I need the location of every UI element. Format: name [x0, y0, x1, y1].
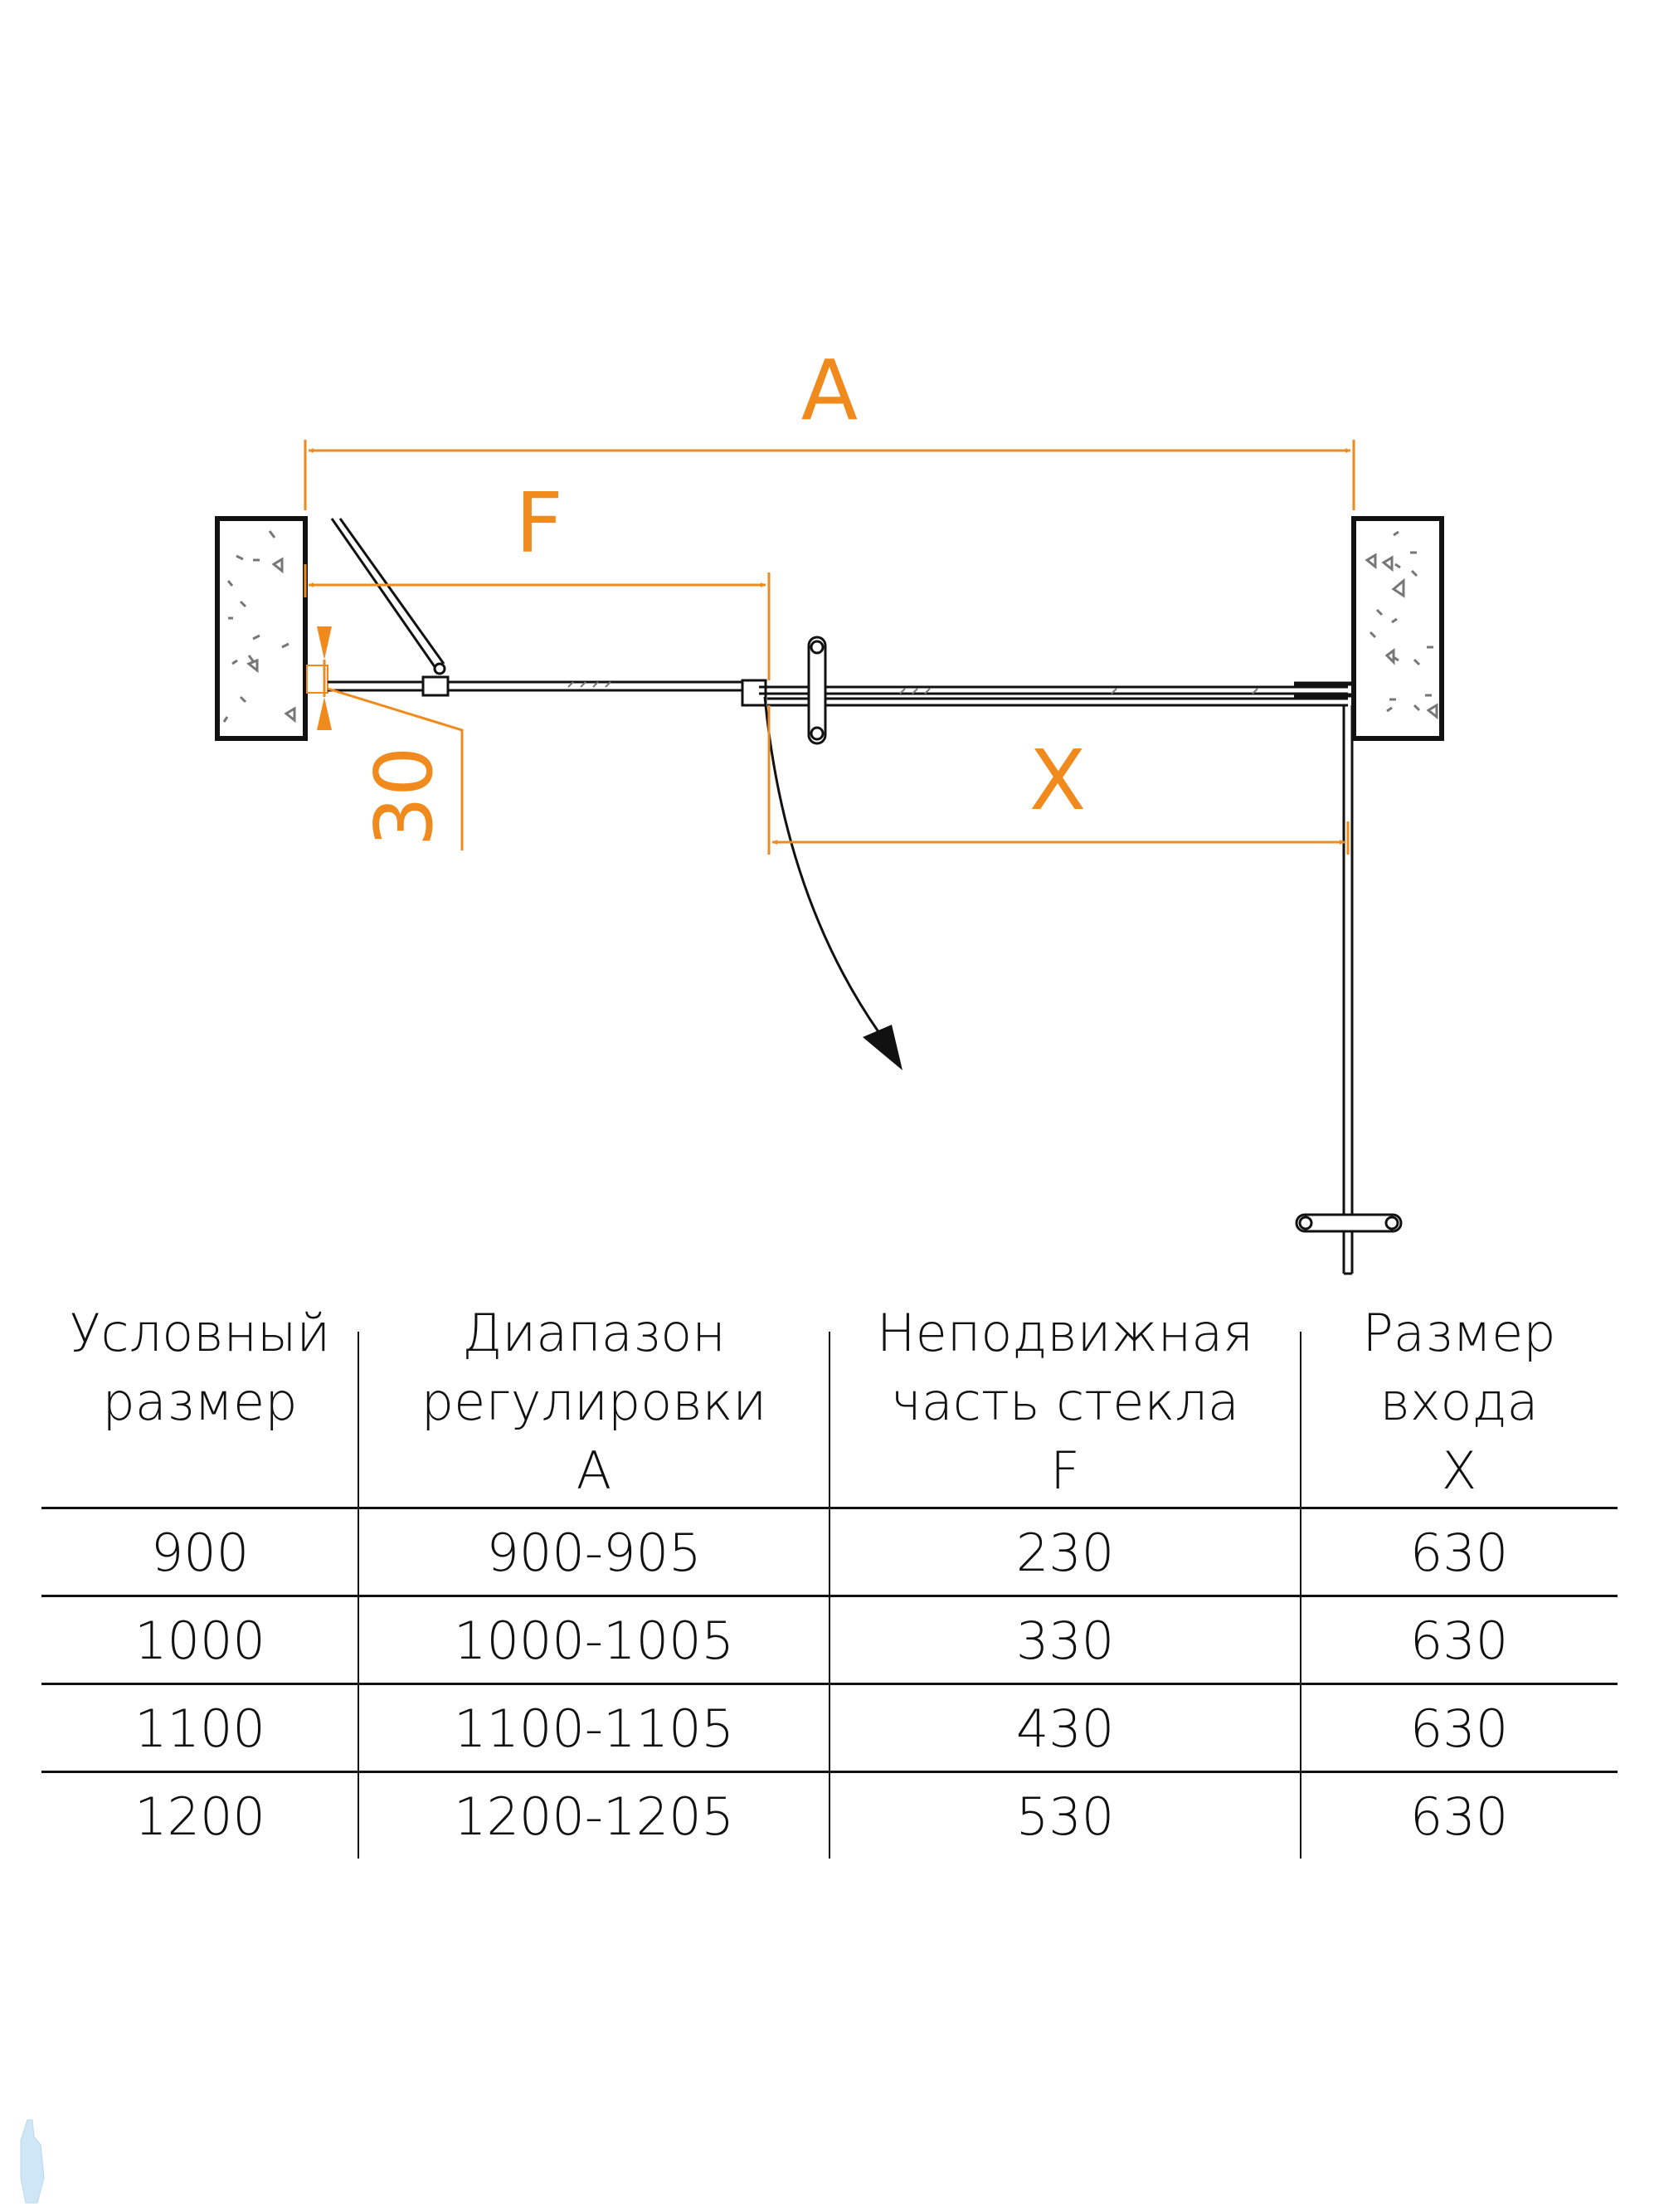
- cell-range: 900-905: [486, 1523, 702, 1583]
- cell-fixed: 330: [1015, 1610, 1115, 1671]
- header-adjustment-range: Диапазон регулировки A: [358, 1298, 830, 1505]
- dimension-gap: [317, 626, 464, 850]
- cell-nominal: 900: [150, 1523, 250, 1583]
- cell-fixed: 530: [1015, 1786, 1115, 1847]
- header-line: размер: [102, 1372, 298, 1432]
- cell-entry: 630: [1409, 1610, 1509, 1671]
- dimension-f: [304, 564, 771, 680]
- header-nominal-size: Условный размер: [41, 1298, 358, 1436]
- watermark-figure-icon: [20, 2119, 45, 2204]
- dimension-a: [304, 440, 1355, 510]
- header-line: входа: [1379, 1372, 1539, 1432]
- header-entry-size: Размер входа X: [1301, 1298, 1618, 1505]
- header-line: X: [1441, 1440, 1477, 1501]
- cell-entry: 630: [1409, 1786, 1509, 1847]
- cell-range: 1000-1005: [454, 1610, 734, 1671]
- header-line: часть стекла: [891, 1372, 1239, 1432]
- support-bar: [330, 518, 446, 675]
- fixed-glass-panel: [306, 665, 751, 697]
- dimension-f-label: F: [515, 475, 563, 572]
- cell-entry: 630: [1409, 1523, 1509, 1583]
- header-line: Размер: [1362, 1303, 1556, 1363]
- dimension-gap-label: 30: [359, 747, 450, 847]
- shower-door-plan-diagram: A F X 30: [215, 342, 1444, 1275]
- right-wall: [1351, 516, 1444, 741]
- header-line: Неподвижная: [877, 1303, 1253, 1363]
- header-line: A: [576, 1440, 612, 1501]
- cell-range: 1200-1205: [454, 1786, 734, 1847]
- dimension-a-label: A: [801, 342, 858, 439]
- cell-entry: 630: [1409, 1698, 1509, 1759]
- column-divider: [829, 1332, 830, 1859]
- dimension-x-label: X: [1029, 732, 1087, 829]
- column-divider: [1300, 1332, 1301, 1859]
- cell-nominal: 1100: [134, 1698, 265, 1759]
- left-wall: [215, 516, 308, 741]
- cell-fixed: 430: [1015, 1698, 1115, 1759]
- header-line: регулировки: [421, 1372, 767, 1432]
- header-line: Диапазон: [462, 1303, 726, 1363]
- cell-range: 1100-1105: [454, 1698, 734, 1759]
- door-handle: [807, 636, 827, 745]
- cell-fixed: 230: [1015, 1523, 1115, 1583]
- door-swing-arrow: [763, 696, 902, 1070]
- cell-nominal: 1000: [134, 1610, 265, 1671]
- open-door-panel: [1295, 705, 1403, 1275]
- header-line: F: [1050, 1440, 1080, 1501]
- column-divider: [358, 1332, 359, 1859]
- header-fixed-glass: Неподвижная часть стекла F: [830, 1298, 1301, 1505]
- cell-nominal: 1200: [134, 1786, 265, 1847]
- sliding-glass-panel: [741, 679, 1354, 707]
- dimension-x: [767, 705, 1350, 855]
- header-line: Условный: [69, 1303, 331, 1363]
